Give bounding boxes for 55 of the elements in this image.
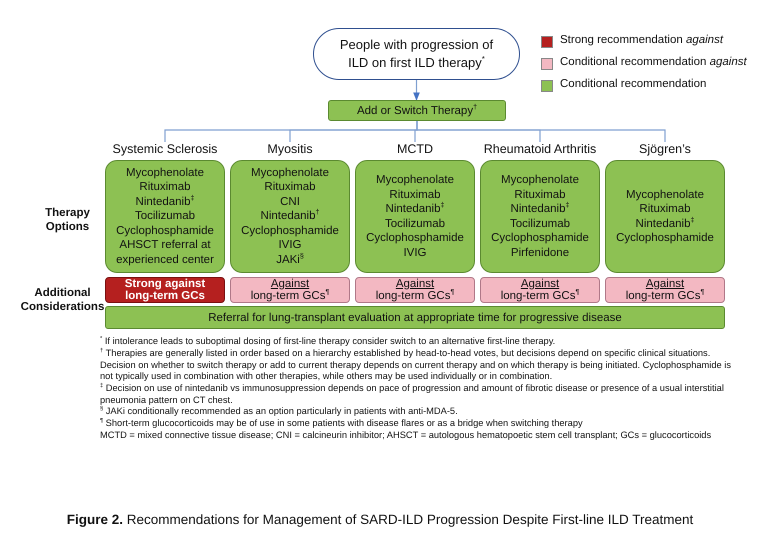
arrow — [413, 80, 420, 101]
process-box: Add or Switch Therapy$^{†}$ — [328, 100, 506, 121]
footnote: $^{§}$ JAKi conditionally recommended as an option particularly in patients with anti-MDA-5. — [100, 406, 459, 418]
drug-name: Cyclophosphamide — [491, 231, 589, 246]
drug-name: Cyclophosphamide — [616, 231, 714, 246]
drug-name: Cyclophosphamide — [366, 231, 464, 246]
drug-name: Nintedanib$^{†}$ — [260, 209, 320, 224]
drug-name: Tocilizumab — [384, 216, 446, 231]
legend-text: Conditional recommendation against — [560, 56, 747, 68]
drug-name: Rituximab — [264, 180, 316, 195]
drug-name: Rituximab — [139, 180, 191, 195]
drug-name: AHSCT referral at experienced center — [115, 238, 215, 268]
legend-text: Strong recommendation against — [560, 34, 724, 46]
column-heading: Myositis — [266, 142, 314, 156]
column-heading: Systemic Sclerosis — [112, 142, 218, 156]
footnote: $^{†}$ Therapies are generally listed in order based on a hierarchy established by head-to-head votes, but decisions depend on specific clinical situations. Decision on whether to switch therapy or add to current therapy depends on current therapy and on which therapy is being initiated. Cyclophosphamide is not typically used in combination with other therapies, while others may be used individually or in combination. — [100, 348, 732, 382]
drug-name: CNI — [280, 194, 300, 210]
drug-name: Nintedanib$^{‡}$ — [136, 194, 194, 210]
drug-name: Cyclophosphamide — [241, 224, 339, 238]
column-heading: MCTD — [396, 142, 434, 156]
drug-name: Rituximab — [389, 188, 441, 202]
drug-name: IVIG — [403, 246, 426, 260]
footnote: $^{‡}$ Decision on use of nintedanib vs immunosuppression depends on pace of progression and amount of fibrotic disease or presence of a usual interstitial pneumonia pattern on CT chest. — [100, 383, 725, 406]
footnote: MCTD = mixed connective tissue disease; CNI = calcineurin inhibitor; AHSCT = autologous hematopoetic stem cell transplant; GCs = glucocorticoids — [100, 430, 712, 442]
drug-name: IVIG — [278, 238, 302, 252]
drug-name: Mycophenolate — [251, 166, 329, 180]
drug-name: Rituximab — [514, 188, 566, 202]
row-label: Additional Considerations — [20, 286, 105, 314]
drug-name: Nintedanib$^{‡}$ — [510, 202, 570, 216]
drug-name: JAKi$^{§}$ — [276, 252, 304, 268]
recommendation-box: Against long-term GCs$^{¶}$ — [480, 277, 600, 303]
row-label: Therapy Options — [44, 206, 91, 234]
column-heading: Rheumatoid Arthritis — [482, 142, 598, 156]
drug-name: Rituximab — [639, 202, 691, 216]
footnote: $^{*}$ If intolerance leads to suboptimal dosing of first-line therapy consider switch to an alternative first-line therapy. — [100, 336, 556, 348]
drug-name: Nintedanib$^{‡}$ — [386, 202, 444, 216]
recommendation-box: Against long-term GCs$^{¶}$ — [230, 277, 350, 303]
drug-name: Tocilizumab — [134, 209, 196, 224]
footnote: $^{¶}$ Short-term glucocorticoids may be of use in some patients with disease flares or as a bridge when switching therapy — [100, 418, 584, 430]
caption: Figure 2. Recommendations for Management of SARD-ILD Progression Despite First-line ILD Treatment — [66, 512, 694, 527]
drug-name: Mycophenolate — [376, 173, 454, 188]
drug-name: Pirfenidone — [510, 246, 570, 260]
legend-text: Conditional recommendation — [560, 78, 706, 90]
column-heading: Sjögren’s — [638, 142, 692, 156]
drug-name: Mycophenolate — [626, 188, 704, 202]
drug-name: Cyclophosphamide — [116, 224, 214, 238]
recommendation-box: Against long-term GCs$^{¶}$ — [355, 277, 475, 303]
process-box: Referral for lung-transplant evaluation at appropriate time for progressive disease — [105, 306, 725, 329]
drug-name: Tocilizumab — [510, 216, 570, 231]
recommendation-box: Strong against long-term GCs — [105, 277, 225, 303]
drug-name: Mycophenolate — [126, 166, 204, 180]
recommendation-box: Against long-term GCs$^{¶}$ — [605, 277, 725, 303]
connector-line — [416, 121, 666, 142]
drug-name: Nintedanib$^{‡}$ — [636, 216, 694, 231]
drug-name: Mycophenolate — [501, 173, 579, 188]
